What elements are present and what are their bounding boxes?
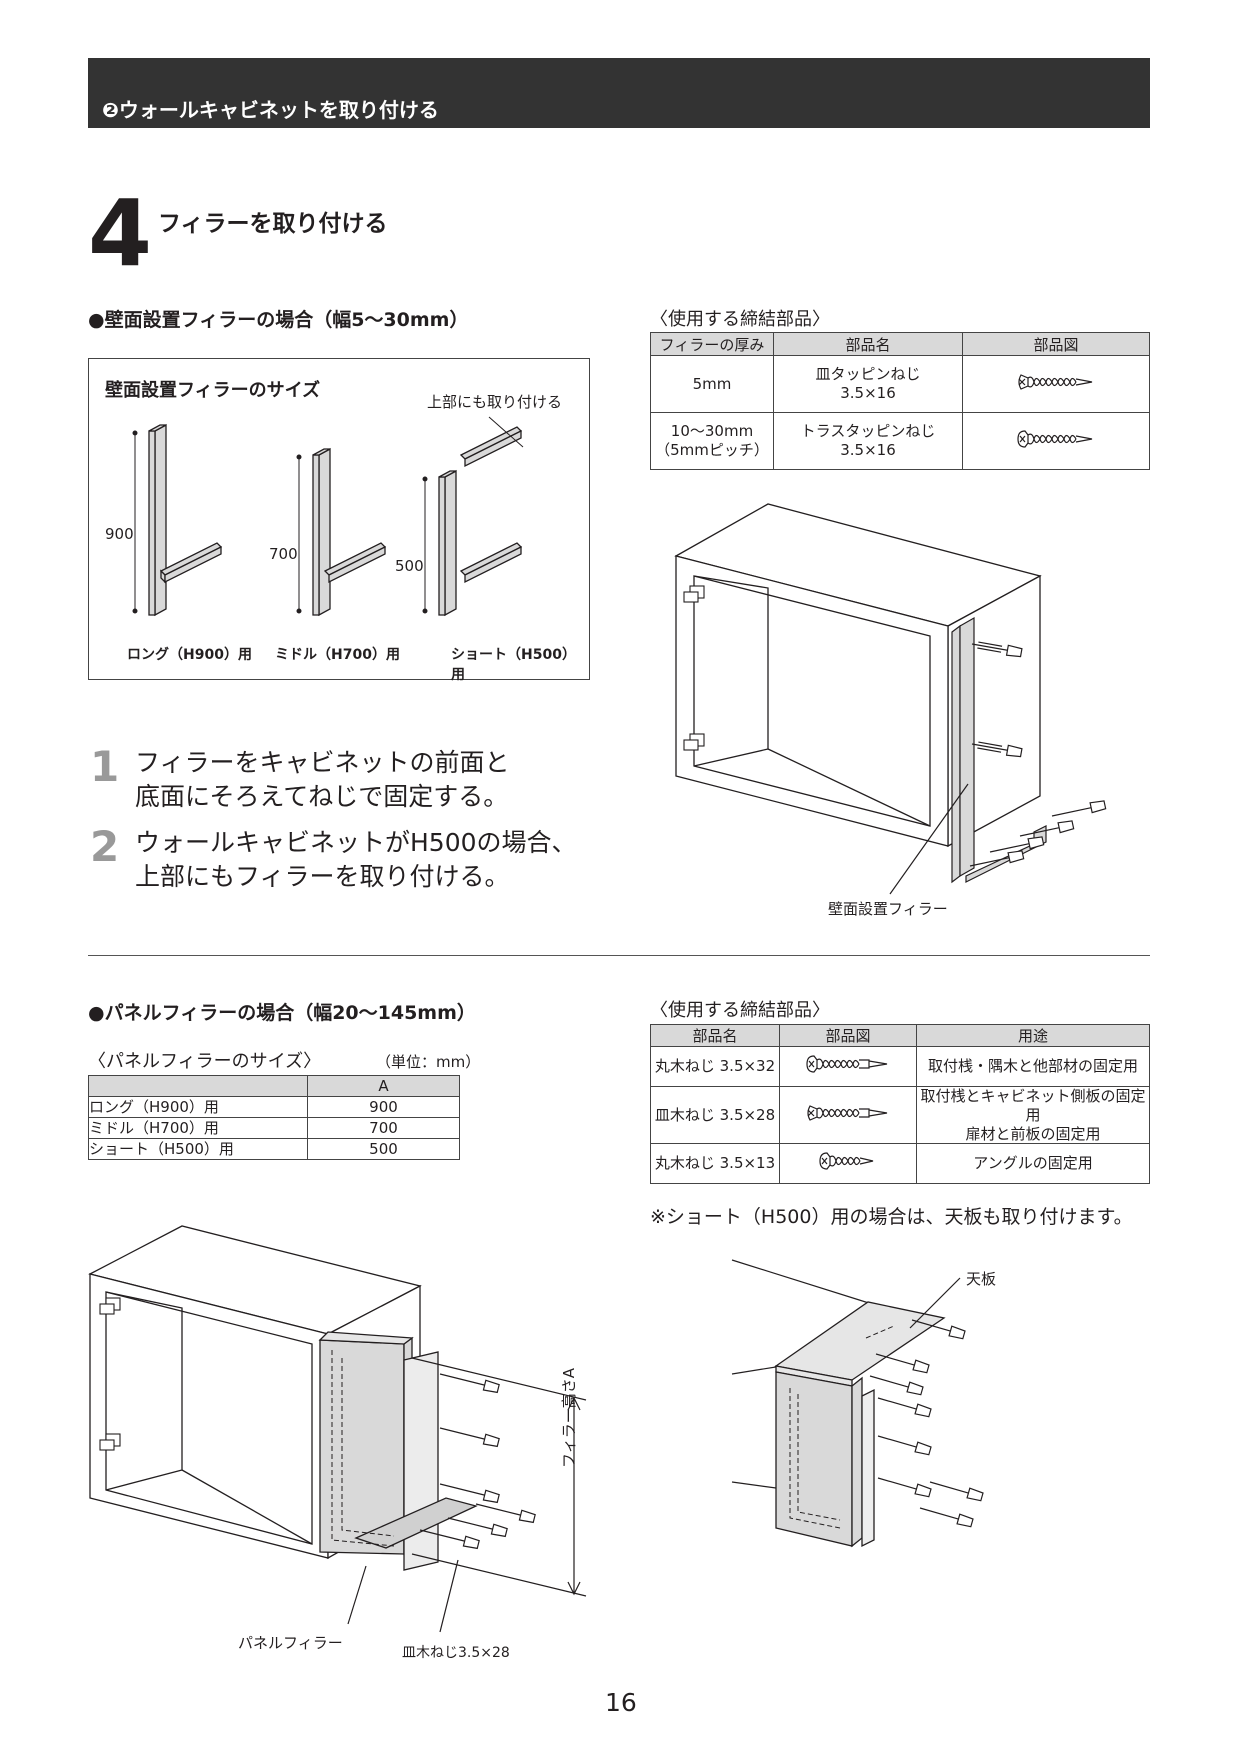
usage-line: 取付桟とキャビネット側板の固定用 [920,1087,1146,1124]
cell-figure [962,412,1150,470]
cell-figure [962,355,1150,413]
size-box-title: 壁面設置フィラーのサイズ [105,380,321,401]
label-middle: ミドル（H700）用 [275,647,400,663]
header-bar [88,58,1150,128]
size-value: 900 [307,1096,460,1118]
truss-tapping-screw-icon [1017,430,1093,448]
panel-size-heading: 〈パネルフィラーのサイズ〉 [88,1051,322,1072]
filler-height-label: フィラー高さA [560,1368,578,1468]
section-divider [88,955,1150,956]
thickness-pitch: （5mmピッチ） [655,441,769,459]
flat-wood-screw-icon [807,1104,888,1121]
th-part-figure: 部品図 [962,332,1150,356]
panel-parts-heading: 〈使用する締結部品〉 [650,1000,830,1021]
top-panel-install-diagram [731,1259,984,1548]
size-label: ショート（H500）用 [88,1138,308,1160]
cell-figure [779,1046,917,1087]
panel-filler-label: パネルフィラー [238,1634,343,1652]
cell-part-name: 皿木ねじ 3.5×28 [650,1085,780,1145]
instruction-2-number: 2 [90,822,120,871]
panel-parts-table: 部品名 部品図 用途 丸木ねじ 3.5×32 取付桟・隅木と他部材の固定用 皿木… [650,1024,1150,1185]
instruction-1-number: 1 [90,742,120,791]
thickness-range: 10〜30mm [670,422,754,441]
size-value: 500 [307,1138,460,1160]
height-label-500: 500 [395,557,424,575]
cell-figure [779,1143,917,1185]
instruction-1-line2: 底面にそろえてねじで固定する。 [135,781,509,811]
height-label-900: 900 [105,525,134,543]
cell-figure [779,1085,917,1145]
th-part-figure: 部品図 [779,1024,917,1047]
cell-thickness: 5mm [650,355,774,413]
label-long: ロング（H900）用 [127,647,252,663]
unit-label: （単位：mm） [376,1053,481,1071]
panel-filler-heading: ●パネルフィラーの場合（幅20〜145mm） [88,1002,476,1024]
label-short: ショート（H500）用 [451,647,576,683]
th-thickness: フィラーの厚み [650,332,774,356]
top-panel-label: 天板 [966,1270,997,1288]
table-row: 丸木ねじ 3.5×32 取付桟・隅木と他部材の固定用 [650,1046,1150,1087]
panel-filler-install-diagram [88,1225,587,1633]
size-value: 700 [307,1117,460,1139]
cell-part-name: 丸木ねじ 3.5×32 [650,1046,780,1087]
wall-filler-label: 壁面設置フィラー [828,900,948,918]
top-note: 上部にも取り付ける [427,393,563,411]
instruction-1-line1: フィラーをキャビネットの前面と [135,748,510,777]
cell-part-name: 丸木ねじ 3.5×13 [650,1143,780,1185]
round-wood-screw-icon [806,1055,888,1073]
instruction-2-line2: 上部にもフィラーを取り付ける。 [135,861,510,891]
part-size: 3.5×16 [840,441,896,459]
usage-line: アングルの固定用 [973,1154,1093,1173]
wall-filler-install-diagram [674,503,1107,895]
screw-label: 皿木ねじ3.5×28 [402,1645,510,1661]
wall-filler-heading: ●壁面設置フィラーの場合（幅5〜30mm） [88,309,469,331]
size-label: ミドル（H700）用 [88,1117,308,1139]
section-title: ❷ウォールキャビネットを取り付ける [102,98,439,122]
instruction-2-line1: ウォールキャビネットがH500の場合、 [135,828,577,857]
usage-line: 取付桟・隅木と他部材の固定用 [927,1057,1138,1076]
size-label: ロング（H900）用 [88,1096,308,1118]
th-a: A [307,1075,460,1097]
th-part-name: 部品名 [773,332,963,356]
wall-parts-heading: 〈使用する締結部品〉 [650,309,830,330]
wall-filler-size-box: 壁面設置フィラーのサイズ 上部にも取り付ける [88,358,590,683]
flat-tapping-screw-icon [1018,373,1093,390]
usage-line: 扉材と前板の固定用 [965,1124,1101,1143]
th-part-name: 部品名 [650,1024,780,1047]
instruction-1-text: フィラーをキャビネットの前面と 底面にそろえてねじで固定する。 [135,746,510,814]
wall-filler-size-diagram [132,416,524,617]
instruction-2-text: ウォールキャビネットがH500の場合、 上部にもフィラーを取り付ける。 [135,826,577,894]
short-round-screw-icon [819,1152,874,1170]
part-size: 3.5×16 [840,384,896,402]
height-label-700: 700 [269,545,298,563]
table-row: 皿木ねじ 3.5×28 取付桟とキャビネット側板の固定用扉材と前板の固定用 [650,1085,1150,1145]
short-note: ※ショート（H500）用の場合は、天板も取り付けます。 [650,1206,1133,1228]
th-usage: 用途 [916,1024,1150,1047]
table-row: 丸木ねじ 3.5×13 アングルの固定用 [650,1143,1150,1185]
cell-usage: アングルの固定用 [916,1143,1150,1185]
step-number: 4 [88,180,152,287]
step-title: フィラーを取り付ける [158,211,388,237]
cell-usage: 取付桟・隅木と他部材の固定用 [916,1046,1150,1087]
part-name: トラスタッピンねじ [800,422,936,441]
th-blank [88,1075,308,1097]
page-number: 16 [605,1688,637,1717]
part-name: 皿タッピンねじ [815,365,921,384]
cell-usage: 取付桟とキャビネット側板の固定用扉材と前板の固定用 [916,1085,1150,1145]
cell-thickness: 10〜30mm（5mmピッチ） [650,412,774,470]
